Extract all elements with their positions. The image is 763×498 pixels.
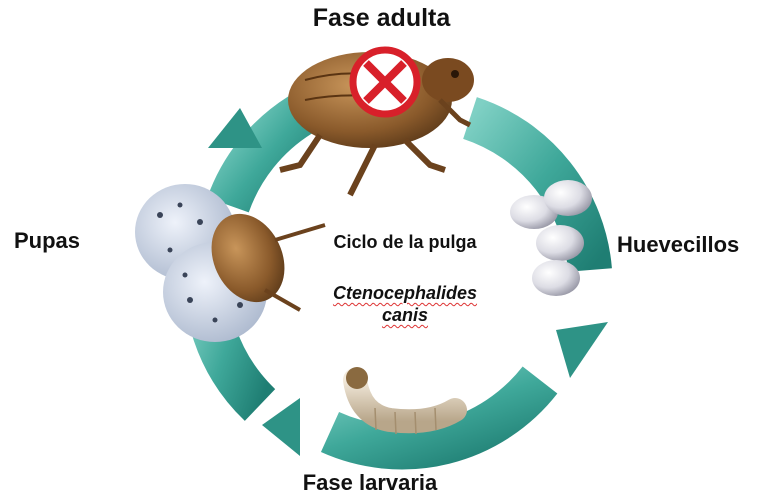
egg-cluster-icon — [510, 180, 592, 296]
species-name: Ctenocephalides canis — [300, 282, 510, 326]
cycle-arrow-pupa-to-adult — [208, 108, 300, 205]
stage-label-pupae: Pupas — [14, 228, 80, 254]
species-epithet: canis — [300, 304, 510, 326]
species-genus: Ctenocephalides — [300, 282, 510, 304]
pupa-cocoon-icon — [135, 184, 325, 342]
stage-label-adult: Fase adulta — [0, 4, 763, 33]
stage-label-eggs: Huevecillos — [617, 232, 739, 258]
stage-label-larva: Fase larvaria — [0, 470, 740, 496]
prohibition-icon — [353, 50, 417, 114]
center-title: Ciclo de la pulga — [305, 232, 505, 253]
